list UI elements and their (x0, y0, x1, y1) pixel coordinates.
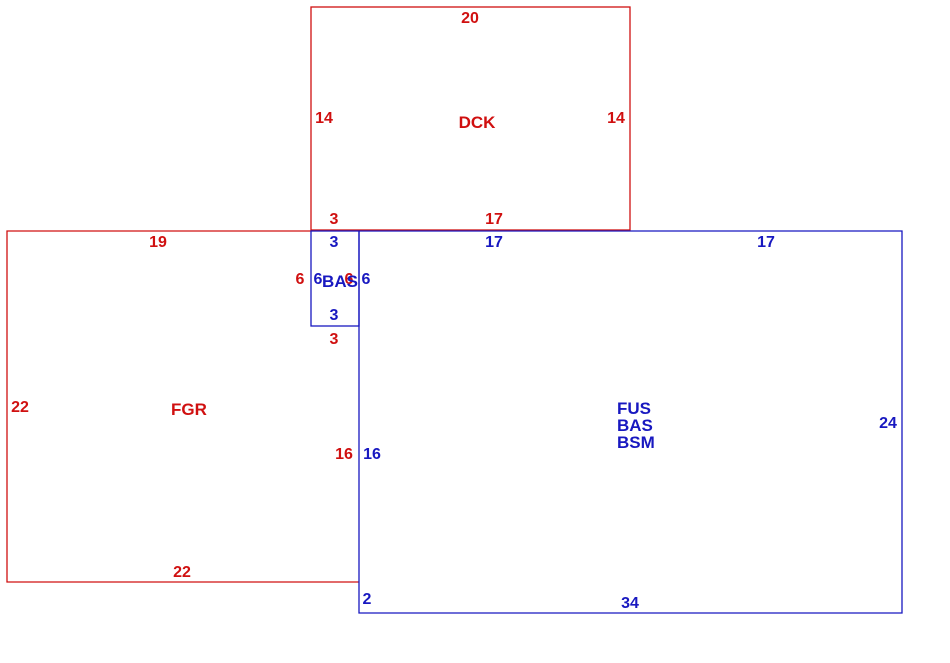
main-area-label-fus: FUS (617, 399, 651, 418)
fgr-notch-left-dimension: 6 (296, 271, 305, 288)
fgr-outline (6, 230, 359, 583)
fgr-right-dimension: 16 (335, 446, 353, 463)
fgr-bottom-dimension: 22 (173, 564, 191, 581)
main-bottom-left-dimension: 2 (363, 591, 372, 608)
bas-small-left-dimension: 6 (314, 271, 323, 288)
fgr-top-dimension: 19 (149, 234, 167, 251)
bas-small-bottom-dimension: 3 (330, 307, 339, 324)
main-top-right-dimension: 17 (757, 234, 775, 251)
dck-outline (310, 6, 631, 231)
fgr-area-label: FGR (171, 400, 207, 419)
main-right-dimension: 24 (879, 415, 897, 432)
main-left-dimension: 16 (363, 446, 381, 463)
dck-bottom-left-dimension: 3 (330, 211, 339, 228)
main-area-label-bsm: BSM (617, 433, 655, 452)
dck-area-label: DCK (459, 113, 497, 132)
main-outline (358, 230, 903, 614)
dck-right-dimension: 14 (607, 110, 625, 127)
main-bottom-dimension: 34 (621, 595, 639, 612)
dck-top-dimension: 20 (461, 10, 479, 27)
fgr-notch-top-dimension: 3 (330, 331, 339, 348)
bas-small-area-label: BAS (322, 272, 358, 291)
fgr-left-dimension: 22 (11, 399, 29, 416)
dck-left-dimension: 14 (315, 110, 333, 127)
main-area-label-bas: BAS (617, 416, 653, 435)
dck-bottom-dimension: 17 (485, 211, 503, 228)
fgr-notch-right-dimension: 6 (345, 271, 354, 288)
bas-small-outline (310, 230, 360, 327)
bas-small-right-dimension: 6 (362, 271, 371, 288)
main-top-left-dimension: 17 (485, 234, 503, 251)
bas-small-top-dimension: 3 (330, 234, 339, 251)
